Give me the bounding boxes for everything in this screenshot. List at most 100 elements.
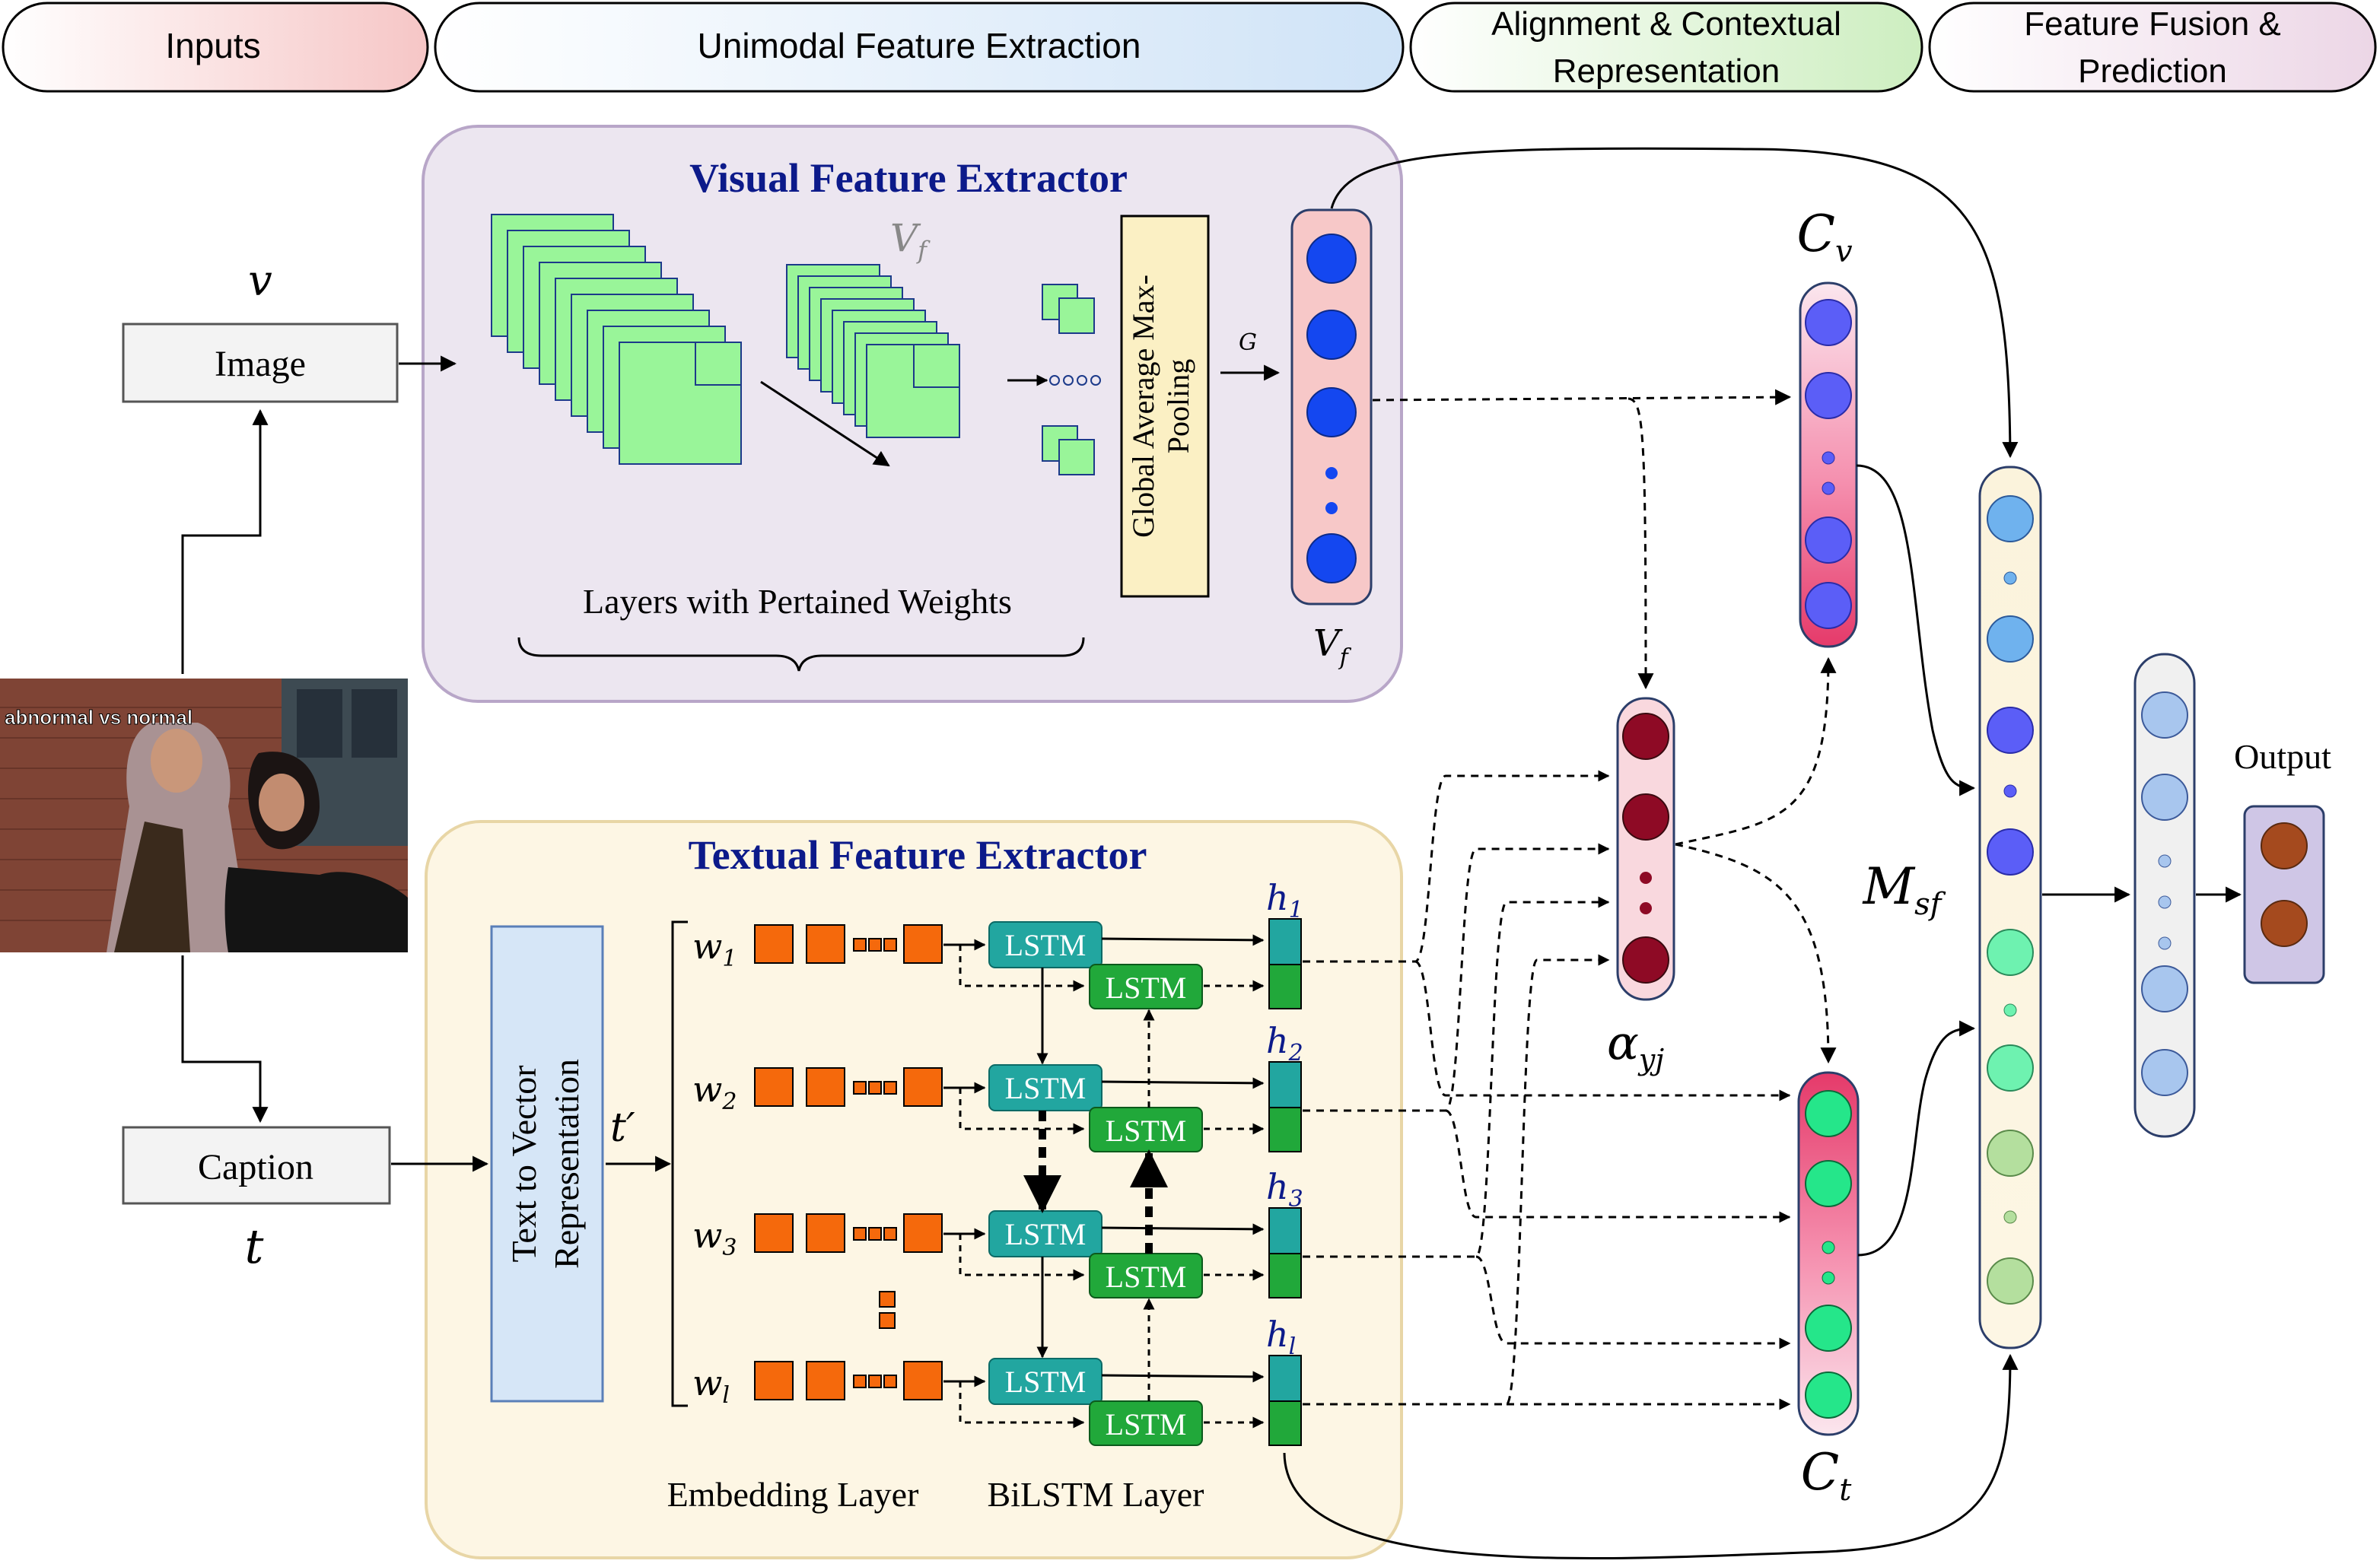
dense-node [2141, 1049, 2188, 1096]
msf-node [1987, 1257, 2034, 1305]
embedding-dot [853, 1375, 867, 1388]
ct-node [1805, 1160, 1852, 1207]
embedding-cell [754, 1361, 794, 1400]
arrow-featuremap-diagonal [760, 380, 890, 467]
lstm-forward-label: LSTM [1005, 1365, 1087, 1399]
dense-node [2141, 774, 2188, 821]
hidden-backward-block [1268, 964, 1302, 1009]
output-label: Output [2234, 737, 2331, 776]
arrow-h1-to-ct [1414, 960, 1791, 1101]
vf-node [1306, 387, 1357, 437]
embedding-cell [903, 924, 943, 964]
pooling-label-2: Pooling [1161, 359, 1195, 453]
arrow-vf-to-alpha [1628, 397, 1654, 690]
cv-node [1805, 517, 1852, 564]
feature-map-kernel [695, 342, 742, 386]
hidden-forward-block [1268, 1355, 1302, 1402]
embedding-cell [903, 1067, 943, 1107]
msf-dot [2003, 1003, 2017, 1017]
alpha-node [1622, 793, 1669, 841]
arrow-embed-to-backward-lstm [959, 1234, 1085, 1281]
msf-node [1987, 1044, 2034, 1092]
feature-maps-large [491, 214, 742, 465]
embedding-cell [806, 1361, 845, 1400]
word-label: w2 [692, 1069, 737, 1115]
arrow-embed-to-backward-lstm [959, 945, 1085, 992]
msf-node [1987, 929, 2034, 976]
sequence-bracket [671, 920, 688, 1407]
msf-node [1987, 615, 2034, 663]
arrow-lstm-to-hidden [1101, 934, 1265, 946]
hidden-backward-block [1268, 1107, 1302, 1152]
arrow-lstm-to-hidden [1101, 1371, 1265, 1383]
ct-node [1805, 1305, 1852, 1352]
arrow-meme-to-image [181, 408, 269, 674]
vf-node [1306, 234, 1357, 284]
arrow-alpha-to-cv [1675, 656, 1837, 846]
feature-ellipsis [1049, 375, 1101, 386]
msf-dot [2003, 1210, 2017, 1224]
vf-dot [1325, 467, 1338, 479]
text-to-vector-box: Text to Vector Representation [490, 925, 604, 1403]
caption-symbol-t: t [245, 1219, 264, 1274]
lstm-backward-label: LSTM [1106, 971, 1187, 1005]
cv-dot [1822, 482, 1835, 495]
dense-node [2141, 965, 2188, 1012]
visual-panel-title: Visual Feature Extractor [689, 155, 1128, 201]
embedding-dot [883, 1375, 897, 1388]
embedding-dot [868, 1375, 882, 1388]
image-input-box: Image [122, 323, 399, 403]
alpha-node [1622, 936, 1669, 984]
arrow-embed-to-backward-lstm [959, 1088, 1085, 1135]
cv-label: Cv [1796, 205, 1853, 269]
stage-fusion-label-2: Prediction [2078, 52, 2227, 90]
arrow-lstm-to-hidden [1101, 1077, 1265, 1089]
embedding-dot [868, 1227, 882, 1241]
caption-input-label: Caption [198, 1147, 313, 1187]
arrow-vf-to-msf [1330, 147, 2019, 459]
embedding-dot [868, 938, 882, 952]
msf-vector [1978, 466, 2042, 1349]
ct-dot [1822, 1271, 1835, 1285]
arrow-embed-to-backward-lstm [959, 1381, 1085, 1429]
arrow-h2-to-alpha [1303, 843, 1610, 1112]
alpha-dot [1640, 902, 1652, 914]
lstm-forward-label: LSTM [1005, 928, 1087, 962]
pooling-box: Global Average Max- Pooling [1120, 215, 1210, 598]
vf-vector [1290, 208, 1373, 606]
arrow-alpha-to-ct [1675, 843, 1837, 1064]
arrow-lstm-to-hidden [1101, 1223, 1265, 1235]
output-vector [2243, 805, 2325, 984]
embedding-dot [853, 1081, 867, 1095]
ct-label: Ct [1801, 1443, 1853, 1508]
msf-dot [2003, 784, 2017, 798]
alpha-node [1622, 713, 1669, 760]
arrow-vf-to-cv [1372, 389, 1792, 405]
embedding-cell [903, 1213, 943, 1253]
cv-node [1805, 299, 1852, 346]
embedding-dot [883, 1081, 897, 1095]
pooling-label-1: Global Average Max- [1126, 275, 1160, 538]
embedding-dot [883, 938, 897, 952]
feature-maps-small [786, 264, 960, 438]
stage-fusion-label-1: Feature Fusion & [2024, 5, 2281, 43]
vf-dot [1325, 502, 1338, 514]
alpha-vector [1616, 697, 1675, 1001]
embedding-layer-label: Embedding Layer [667, 1475, 919, 1514]
alpha-label: αyj [1607, 1015, 1664, 1076]
feature-map-kernel [913, 344, 960, 388]
stage-header-unimodal: Unimodal Feature Extraction [434, 2, 1405, 93]
arrow-cv-to-msf [1856, 464, 1976, 796]
connections [1283, 147, 2242, 1560]
hidden-label: h3 [1266, 1166, 1303, 1213]
hidden-forward-block [1268, 1207, 1302, 1254]
hidden-forward-block [1268, 918, 1302, 965]
vf-node [1306, 533, 1357, 583]
embedding-dot [883, 1227, 897, 1241]
msf-node [1987, 707, 2034, 754]
cv-node [1805, 372, 1852, 419]
embedding-cell [754, 1213, 794, 1253]
arrow-h3-to-ct [1475, 1255, 1791, 1349]
